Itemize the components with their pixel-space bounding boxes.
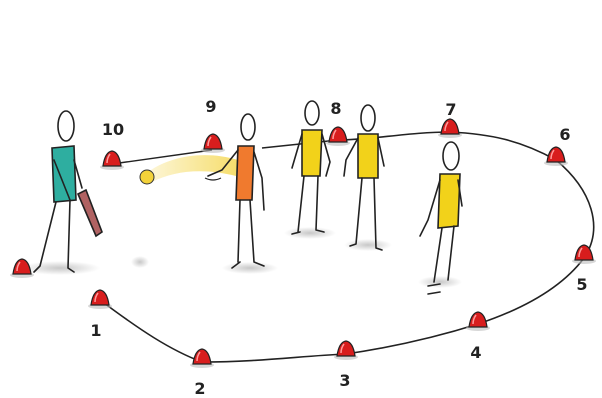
cone-number-label: 7 xyxy=(445,100,456,119)
bat-icon xyxy=(78,190,102,236)
cone-icon xyxy=(190,349,214,368)
fielder-figure xyxy=(420,142,462,294)
ball-trail xyxy=(148,155,238,182)
ball-motion-marks xyxy=(205,178,221,180)
cone-icon xyxy=(438,119,462,138)
cone-icon xyxy=(334,341,358,360)
cone-number-label: 3 xyxy=(339,371,350,390)
ball-icon xyxy=(140,170,154,184)
cone-number-label: 4 xyxy=(470,343,481,362)
cone-icon xyxy=(572,245,596,264)
cone-number-label: 8 xyxy=(330,99,341,118)
cone-icon xyxy=(201,134,225,153)
cone-number-label: 10 xyxy=(102,120,124,139)
cone-icon-batter xyxy=(10,259,34,278)
cone-icon xyxy=(544,147,568,166)
batter-figure xyxy=(34,111,102,272)
cone-icon xyxy=(326,127,350,146)
cone-number-label: 6 xyxy=(559,125,570,144)
cone-number-label: 1 xyxy=(90,321,101,340)
cone-number-label: 2 xyxy=(194,379,205,398)
ground-shadows xyxy=(20,227,462,288)
fielder-figure xyxy=(292,101,330,234)
cone-number-label: 9 xyxy=(205,97,216,116)
cone-number-label: 5 xyxy=(576,275,587,294)
fielder-figure xyxy=(344,105,384,250)
cone-icon xyxy=(100,151,124,170)
cone-icon xyxy=(466,312,490,331)
cone-icon xyxy=(88,290,112,309)
